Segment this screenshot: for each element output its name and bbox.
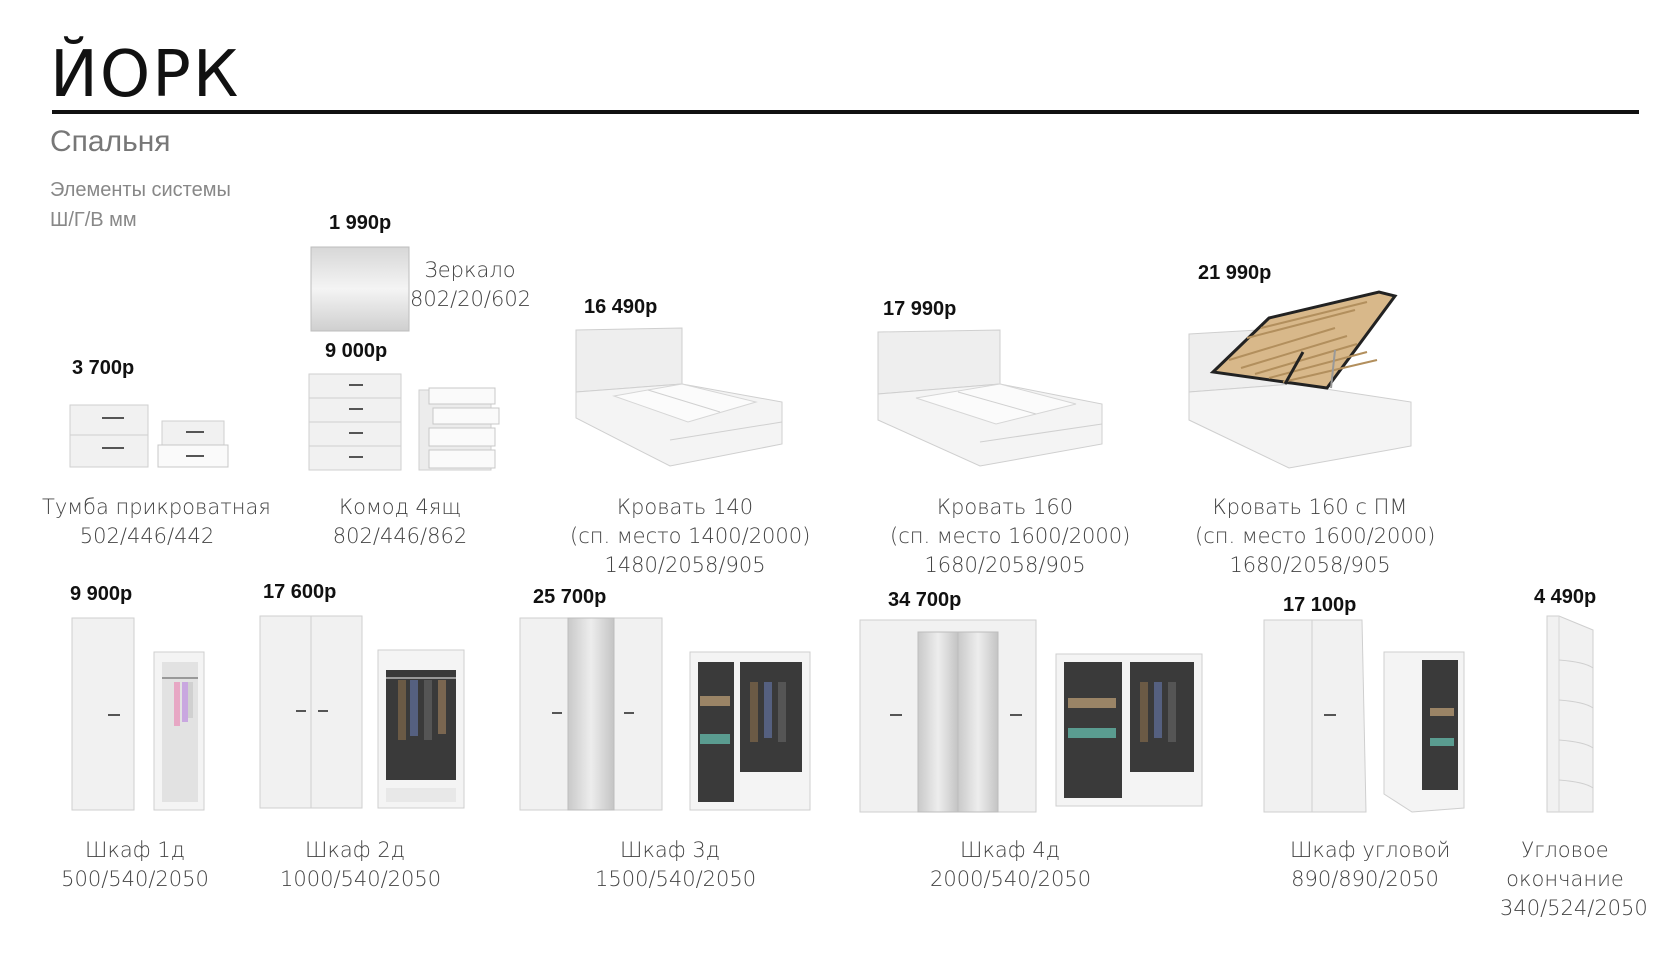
- bed160-sleep: (сп. место 1600/2000): [890, 524, 1131, 548]
- ending-name-2: окончание: [1506, 867, 1624, 891]
- bed160pm-dims: 1680/2058/905: [1229, 553, 1391, 577]
- bed160pm-image: [1185, 288, 1425, 474]
- shkaf2-caption: Шкаф 2д 1000/540/2050: [280, 836, 442, 894]
- page-title: ЙОРК: [50, 38, 241, 112]
- komod-image: [305, 370, 505, 475]
- shkaf2-image: [258, 614, 468, 814]
- shkaf3-image: [518, 616, 818, 816]
- ending-price: 4 490р: [1534, 586, 1597, 608]
- shkaf1-image: [70, 616, 210, 816]
- bed140-image: [570, 322, 790, 472]
- bed160pm-price: 21 990р: [1198, 262, 1272, 284]
- shkaf1-dims: 500/540/2050: [61, 867, 209, 891]
- mirror-price: 1 990р: [329, 212, 392, 234]
- ending-image: [1545, 614, 1597, 818]
- shkaf4-name: Шкаф 4д: [960, 838, 1060, 862]
- corner-caption: Шкаф угловой 890/890/2050: [1290, 836, 1451, 894]
- mirror-dims: 802/20/602: [410, 287, 532, 311]
- bed160-name: Кровать 160: [936, 495, 1074, 519]
- mirror-image: [310, 246, 410, 332]
- ending-dims: 340/524/2050: [1500, 896, 1648, 920]
- corner-name: Шкаф угловой: [1290, 838, 1451, 862]
- bed140-price: 16 490р: [584, 296, 658, 318]
- shkaf1-name: Шкаф 1д: [85, 838, 185, 862]
- mirror-name: Зеркало: [424, 258, 516, 282]
- corner-image: [1262, 618, 1474, 818]
- intro-text: Элементы системы Ш/Г/В мм: [50, 175, 231, 235]
- shkaf3-price: 25 700р: [533, 586, 607, 608]
- tumba-dims: 502/446/442: [79, 524, 215, 548]
- bed140-dims: 1480/2058/905: [604, 553, 766, 577]
- bed140-caption: Кровать 140 (сп. место 1400/2000) 1480/2…: [570, 493, 811, 580]
- bed160-dims: 1680/2058/905: [924, 553, 1086, 577]
- page-subtitle: Спальня: [50, 125, 171, 158]
- shkaf4-dims: 2000/540/2050: [930, 867, 1092, 891]
- bed160-price: 17 990р: [883, 298, 957, 320]
- shkaf4-caption: Шкаф 4д 2000/540/2050: [930, 836, 1092, 894]
- bed160-image: [872, 324, 1108, 472]
- bed140-name: Кровать 140: [616, 495, 754, 519]
- shkaf2-dims: 1000/540/2050: [280, 867, 442, 891]
- shkaf3-caption: Шкаф 3д 1500/540/2050: [595, 836, 757, 894]
- shkaf3-name: Шкаф 3д: [620, 838, 720, 862]
- komod-dims: 802/446/862: [332, 524, 468, 548]
- title-divider: [52, 110, 1639, 114]
- shkaf2-price: 17 600р: [263, 581, 337, 603]
- bed160pm-name: Кровать 160 с ПМ: [1212, 495, 1408, 519]
- ending-caption: Угловое окончание 340/524/2050: [1500, 836, 1648, 923]
- shkaf2-name: Шкаф 2д: [305, 838, 405, 862]
- intro-line-1: Элементы системы: [50, 179, 231, 201]
- intro-line-2: Ш/Г/В мм: [50, 209, 137, 231]
- tumba-image: [62, 395, 242, 475]
- corner-price: 17 100р: [1283, 594, 1357, 616]
- mirror-caption: Зеркало 802/20/602: [410, 256, 532, 314]
- shkaf1-price: 9 900р: [70, 583, 133, 605]
- shkaf1-caption: Шкаф 1д 500/540/2050: [60, 836, 210, 894]
- komod-price: 9 000р: [325, 340, 388, 362]
- tumba-name: Тумба прикроватная: [42, 495, 271, 519]
- ending-name-1: Угловое: [1521, 838, 1609, 862]
- shkaf3-dims: 1500/540/2050: [595, 867, 757, 891]
- komod-caption: Комод 4ящ 802/446/862: [325, 493, 475, 551]
- bed160pm-caption: Кровать 160 с ПМ (сп. место 1600/2000) 1…: [1195, 493, 1436, 580]
- bed140-sleep: (сп. место 1400/2000): [570, 524, 811, 548]
- komod-name: Комод 4ящ: [338, 495, 462, 519]
- shkaf4-image: [858, 618, 1208, 818]
- shkaf4-price: 34 700р: [888, 589, 962, 611]
- bed160pm-sleep: (сп. место 1600/2000): [1195, 524, 1436, 548]
- corner-dims: 890/890/2050: [1291, 867, 1439, 891]
- bed160-caption: Кровать 160 (сп. место 1600/2000) 1680/2…: [890, 493, 1131, 580]
- tumba-caption: Тумба прикроватная 502/446/442: [42, 493, 271, 551]
- tumba-price: 3 700р: [72, 357, 135, 379]
